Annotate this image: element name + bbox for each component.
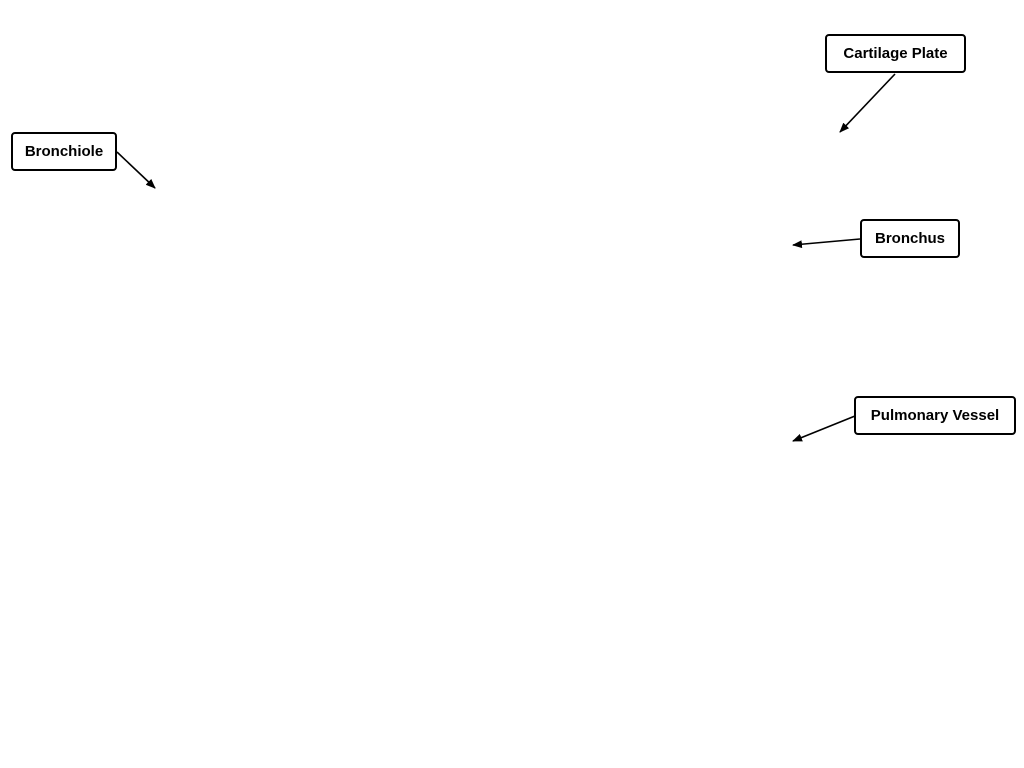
cartilage-plate-arrow [839, 73, 896, 133]
cartilage-plate-label-text: Cartilage Plate [843, 45, 948, 62]
cartilage-plate-label: Cartilage Plate [825, 34, 966, 73]
bronchiole-label: Bronchiole [11, 132, 117, 171]
pulmonary-vessel-arrow [792, 415, 856, 442]
bronchus-arrow [792, 238, 861, 249]
bronchus-label: Bronchus [860, 219, 960, 258]
pulmonary-vessel-label-text: Pulmonary Vessel [870, 407, 1000, 424]
pulmonary-vessel-label: Pulmonary Vessel [854, 396, 1016, 435]
bronchiole-label-text: Bronchiole [24, 143, 104, 160]
bronchus-label-text: Bronchus [874, 230, 945, 247]
bronchiole-arrow [116, 151, 156, 189]
